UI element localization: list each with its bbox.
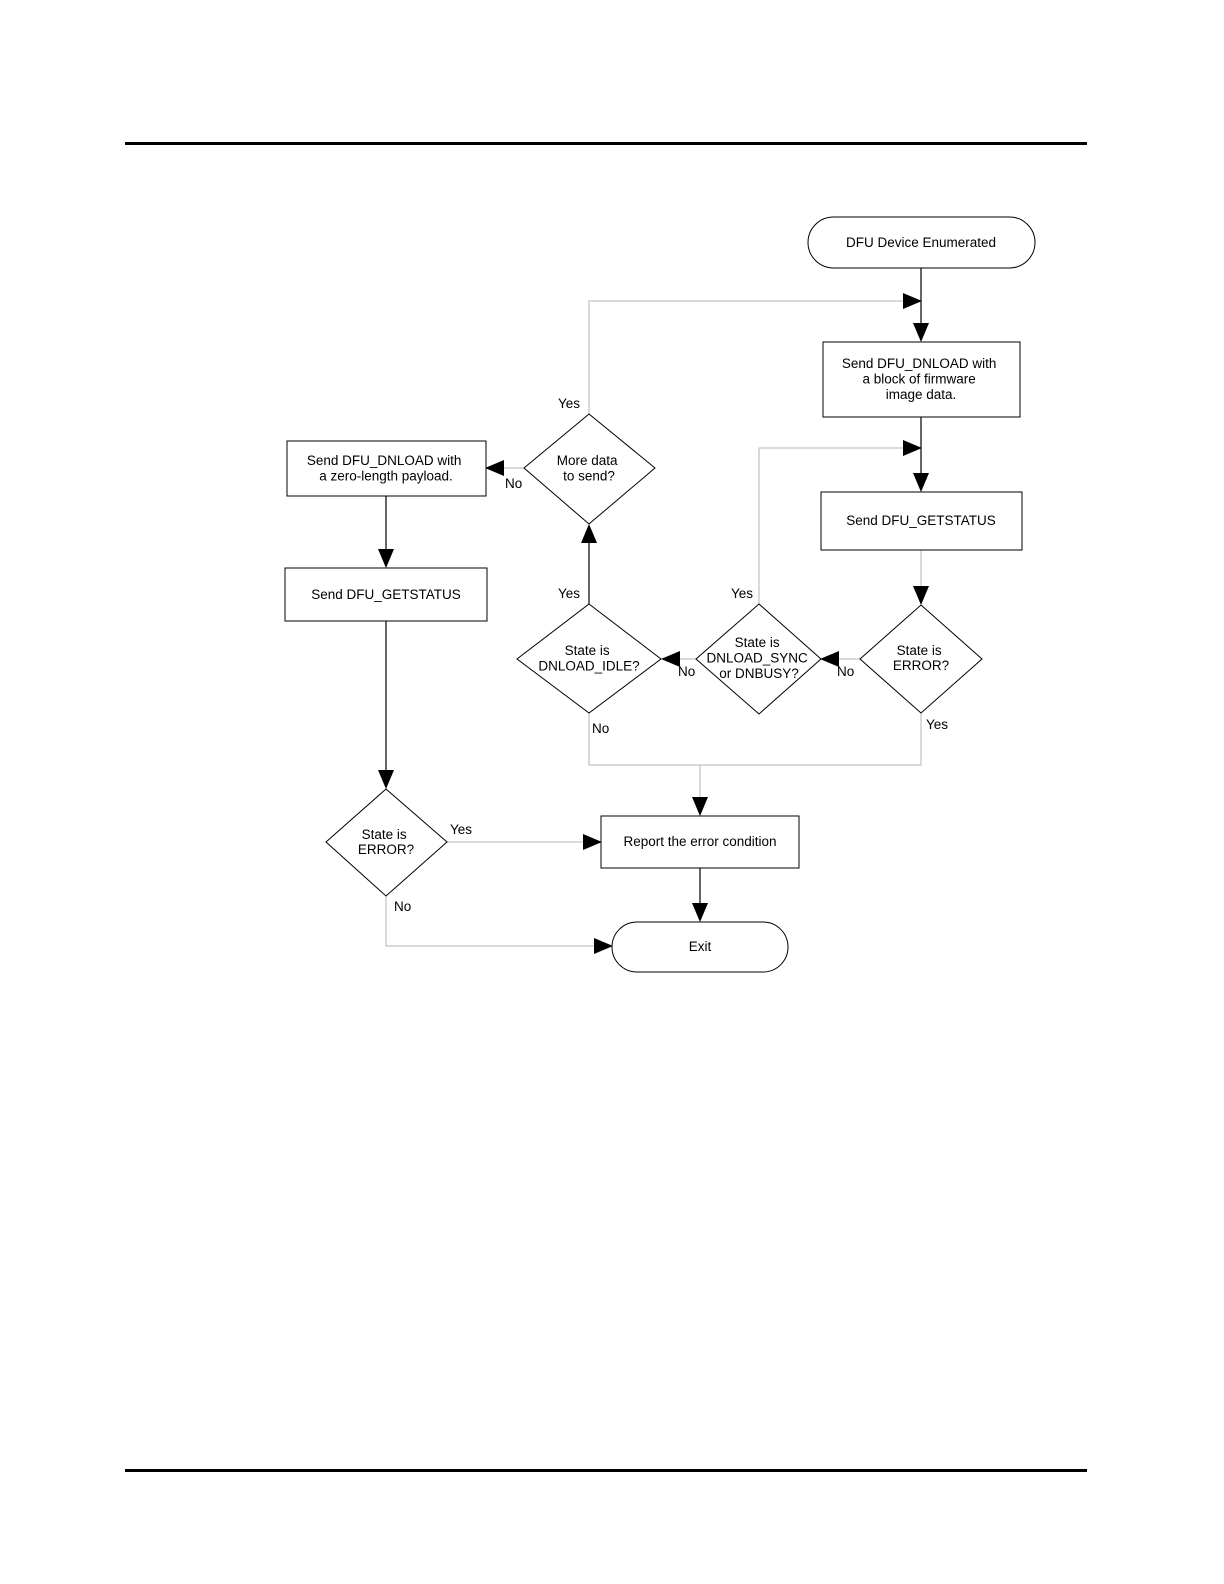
edge-label-sync-busy-no: No xyxy=(678,664,695,679)
arrowhead-into-send-block xyxy=(913,323,929,342)
node-label-enumerated: DFU Device Enumerated xyxy=(846,235,996,250)
node-labels: DFU Device Enumerated Send DFU_DNLOAD wi… xyxy=(307,235,1000,954)
edge-more-data-yes-loop xyxy=(588,300,904,414)
node-label-error-right: State is ERROR? xyxy=(893,643,949,673)
decision-more-data xyxy=(523,413,656,525)
node-label-send-zero: Send DFU_DNLOAD with a zero-length paylo… xyxy=(307,453,465,484)
edge-label-more-data-no: No xyxy=(505,476,522,491)
node-label-report-error: Report the error condition xyxy=(623,834,776,849)
arrowhead-into-idle xyxy=(661,651,680,667)
edge-label-idle-no: No xyxy=(592,721,609,736)
arrowhead-into-sync-busy xyxy=(820,651,839,667)
decision-error-left xyxy=(325,788,448,897)
arrowhead-into-exit-top xyxy=(692,903,708,922)
arrowhead-into-exit-left xyxy=(594,938,613,954)
edge-label-error-left-yes: Yes xyxy=(450,822,472,837)
arrowhead-into-more-data xyxy=(581,524,597,543)
edge-failures-merge xyxy=(588,713,922,766)
edge-labels: Yes No Yes No Yes No No Yes Yes No xyxy=(394,396,948,914)
node-label-getstatus-right: Send DFU_GETSTATUS xyxy=(846,513,996,528)
arrowhead-into-report-top xyxy=(692,797,708,816)
decision-error-right xyxy=(859,604,983,714)
edge-sync-busy-yes-loop xyxy=(758,447,904,604)
process-getstatus-left xyxy=(284,567,488,622)
node-label-send-block: Send DFU_DNLOAD with a block of firmware… xyxy=(842,356,1000,402)
process-send-block xyxy=(822,341,1021,418)
edge-label-sync-busy-yes: Yes xyxy=(731,586,753,601)
process-getstatus-right xyxy=(820,491,1023,551)
edge-label-idle-yes: Yes xyxy=(558,586,580,601)
decision-sync-busy xyxy=(695,603,822,715)
node-label-idle: State is DNLOAD_IDLE? xyxy=(538,643,639,674)
top-rule xyxy=(125,142,1087,145)
edge-label-error-right-no: No xyxy=(837,664,854,679)
arrowhead-into-send-zero xyxy=(485,460,504,476)
arrowheads xyxy=(378,293,929,954)
node-label-sync-busy: State is DNLOAD_SYNC or DNBUSY? xyxy=(706,635,811,681)
connectors xyxy=(385,268,922,947)
terminal-enumerated xyxy=(807,216,1036,269)
terminal-exit xyxy=(611,921,789,973)
node-label-getstatus-left: Send DFU_GETSTATUS xyxy=(311,587,461,602)
arrowhead-into-error-left xyxy=(378,770,394,789)
arrowhead-into-getstatus-left xyxy=(378,549,394,568)
arrowhead-sync-busy-loop xyxy=(903,440,922,456)
arrowhead-into-error-right xyxy=(913,586,929,605)
node-label-exit: Exit xyxy=(689,939,712,954)
decision-idle xyxy=(516,603,662,714)
edge-label-more-data-yes: Yes xyxy=(558,396,580,411)
arrowhead-into-getstatus xyxy=(913,473,929,492)
arrowhead-more-data-loop xyxy=(903,293,922,309)
bottom-rule xyxy=(125,1469,1087,1472)
process-report-error xyxy=(600,815,800,869)
node-label-error-left: State is ERROR? xyxy=(358,827,414,857)
node-label-more-data: More data to send? xyxy=(557,453,622,484)
arrowhead-into-report-left xyxy=(583,834,602,850)
edge-error-left-no-to-exit xyxy=(385,896,595,947)
shapes xyxy=(284,216,1036,973)
process-send-zero xyxy=(286,440,487,497)
edge-label-error-right-yes: Yes xyxy=(926,717,948,732)
edge-label-error-left-no: No xyxy=(394,899,411,914)
